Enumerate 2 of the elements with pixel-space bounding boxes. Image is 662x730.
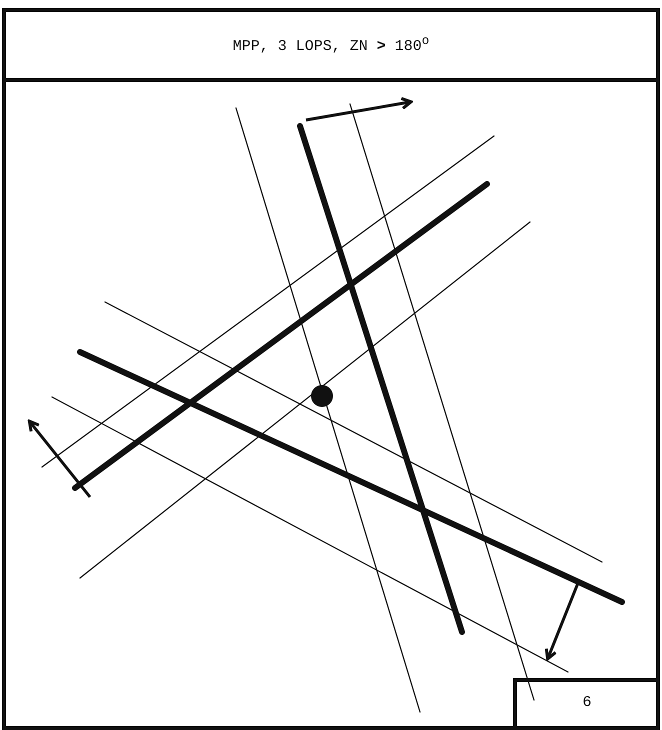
page-number: 6: [581, 694, 592, 711]
title-text: MPP, 3 LOPS, ZN > 180$^{o}$: [232, 34, 430, 55]
